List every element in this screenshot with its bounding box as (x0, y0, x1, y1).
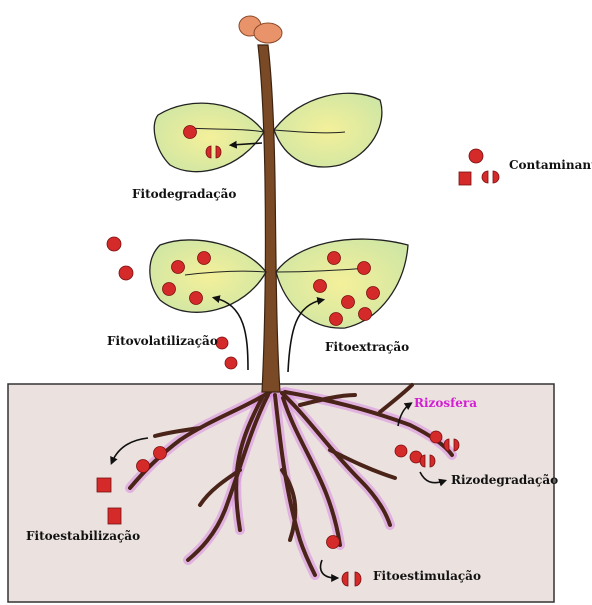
label-contaminante: Contaminante (509, 158, 592, 172)
stem (258, 45, 280, 392)
label-rizosfera: Rizosfera (414, 396, 477, 410)
label-fitoestabilizacao: Fitoestabilização (26, 529, 140, 543)
contaminant-legend-circle (469, 149, 483, 163)
label-rizodegradacao: Rizodegradação (451, 473, 558, 487)
label-fitovolatilizacao: Fitovolatilização (107, 334, 218, 348)
label-fitoestimulacao: Fitoestimulação (373, 569, 481, 583)
seed-right (254, 23, 282, 43)
label-fitodegradacao: Fitodegradação (132, 187, 236, 201)
contaminant-legend-square (459, 172, 471, 185)
leaf-lower-left (150, 240, 266, 312)
contaminant-legend-half-right (493, 171, 499, 183)
leaf-upper-left (154, 103, 264, 172)
leaf-upper-right (274, 93, 382, 167)
contaminant-legend-half-left (482, 171, 488, 183)
leaf-lower-right (276, 239, 408, 328)
label-fitoextracao: Fitoextração (325, 340, 409, 354)
